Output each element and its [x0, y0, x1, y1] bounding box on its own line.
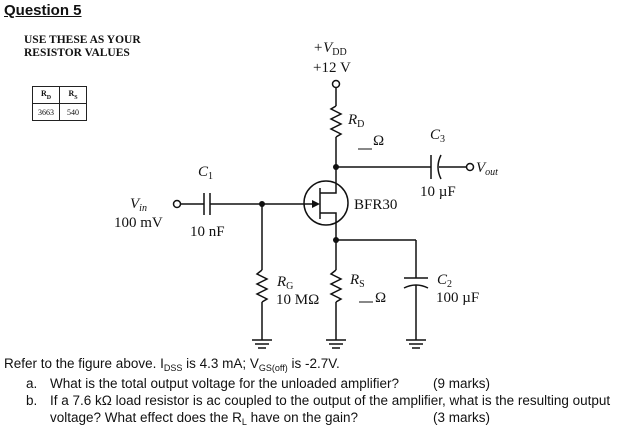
c1-label-sub: 1	[208, 171, 214, 182]
rd-label: RD	[348, 112, 364, 133]
c3-label-text: C	[430, 127, 441, 143]
vgsoff-sub: GS(off)	[258, 363, 288, 373]
question-a-marks: (9 marks)	[433, 376, 490, 391]
vin-value: 100 mV	[114, 215, 163, 231]
c3-label-sub: 3	[440, 134, 446, 145]
rd-unit: Ω	[373, 133, 385, 149]
rg-label-text: R	[277, 274, 287, 290]
rd-resistor	[329, 105, 343, 138]
rd-label-sub: D	[357, 119, 365, 130]
c1-label: C1	[198, 164, 213, 185]
intro-text-1: Refer to the figure above. I	[4, 356, 164, 371]
rg-resistor	[255, 269, 269, 303]
c1-value: 10 nF	[190, 224, 225, 240]
vin-label-text: V	[130, 196, 140, 212]
rl-sub: L	[241, 417, 247, 427]
question-a-letter: a.	[26, 376, 38, 391]
resistor-instruction: USE THESE AS YOUR RESISTOR VALUES	[24, 34, 141, 59]
vout-label: Vout	[476, 160, 498, 181]
rs-label: RS	[350, 272, 365, 293]
vin-label: Vin	[130, 196, 147, 217]
question-b-text-line2: voltage? What effect does the RL have on…	[50, 410, 358, 430]
table-row: 3663 540	[32, 103, 87, 121]
question-b-text-line1: If a 7.6 kΩ load resistor is ac coupled …	[50, 393, 611, 408]
rs-resistor	[329, 269, 343, 303]
rd-label-text: R	[348, 112, 358, 128]
rg-value: 10 MΩ	[276, 292, 320, 308]
c3-plate-right	[437, 154, 442, 180]
source-node	[333, 237, 339, 243]
c2-label-sub: 2	[447, 279, 453, 290]
vin-terminal	[172, 199, 182, 209]
gate-node	[259, 201, 265, 207]
rg-label: RG	[277, 274, 293, 295]
vdd-value: +12 V	[313, 60, 351, 76]
rs-value-cell: 540	[59, 103, 87, 121]
question-a-text: What is the total output voltage for the…	[50, 376, 399, 391]
rd-header-sub: D	[46, 95, 52, 101]
vdd-label: +VDD	[313, 40, 347, 61]
rs-header-sub: S	[74, 95, 78, 101]
vout-label-text: V	[476, 160, 486, 176]
c3-label: C3	[430, 127, 445, 148]
question-title: Question 5	[4, 2, 82, 19]
c2-label: C2	[437, 272, 452, 293]
c2-label-text: C	[437, 272, 448, 288]
b-line2-text: voltage? What effect does the R	[50, 410, 242, 425]
question-intro: Refer to the figure above. IDSS is 4.3 m…	[4, 356, 340, 376]
vin-label-sub: in	[139, 203, 147, 214]
intro-text-3: is -2.7V.	[287, 356, 340, 371]
gate-arrow	[312, 200, 320, 208]
rs-label-sub: S	[359, 279, 365, 290]
vout-terminal	[465, 162, 475, 172]
rs-unit: Ω	[375, 290, 387, 306]
transistor-label: BFR30	[354, 197, 398, 213]
rg-label-sub: G	[286, 281, 294, 292]
idss-sub: DSS	[163, 363, 183, 373]
c1-label-text: C	[198, 164, 209, 180]
c3-value: 10 µF	[420, 184, 456, 200]
c2-value: 100 µF	[436, 290, 480, 306]
vdd-terminal	[331, 79, 341, 89]
b-line2-end: have on the gain?	[246, 410, 358, 425]
drain-node	[333, 164, 339, 170]
vdd-label-text: +V	[313, 40, 333, 56]
rs-label-text: R	[350, 272, 360, 288]
question-b-marks: (3 marks)	[433, 410, 490, 425]
vdd-label-sub: DD	[332, 47, 347, 58]
vout-label-sub: out	[485, 167, 498, 178]
resistor-values-table: RD RS 3663 540	[32, 86, 87, 121]
intro-text-2: is 4.3 mA; V	[182, 356, 259, 371]
question-b-letter: b.	[26, 393, 38, 408]
jfet-transistor	[303, 180, 349, 226]
